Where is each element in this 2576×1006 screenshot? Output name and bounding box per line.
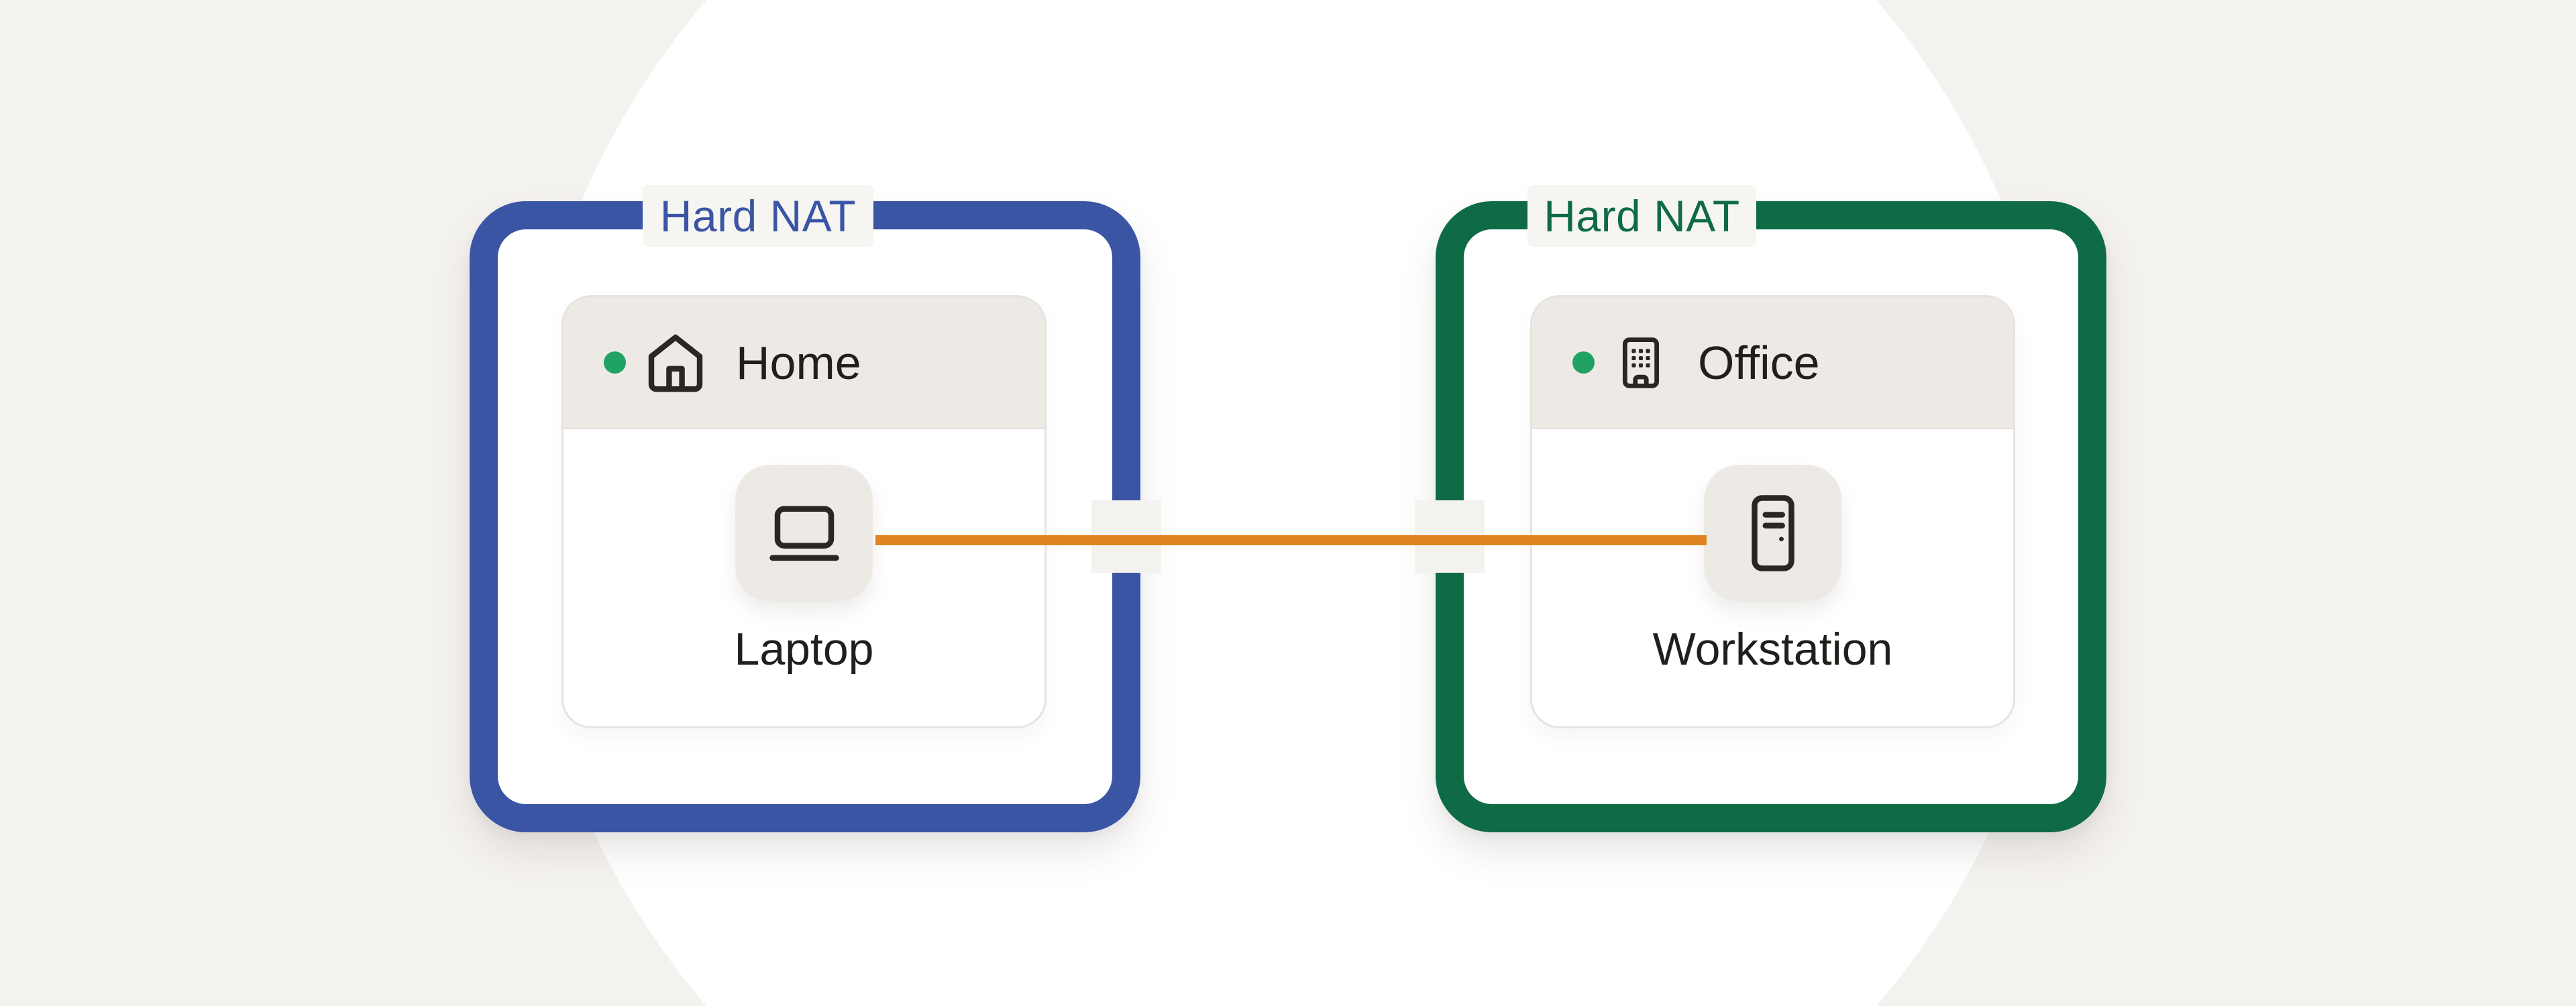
server-icon bbox=[1751, 495, 1794, 571]
house-icon bbox=[648, 334, 703, 392]
online-status-dot bbox=[1572, 351, 1595, 374]
device-tile-laptop bbox=[735, 465, 873, 602]
device-name-workstation: Workstation bbox=[1652, 624, 1893, 675]
nat-label-office: Hard NAT bbox=[1527, 185, 1756, 247]
network-card-body: Workstation bbox=[1532, 429, 2013, 675]
network-card-body: Laptop bbox=[564, 429, 1044, 675]
laptop-icon bbox=[769, 506, 839, 561]
connection-line bbox=[875, 535, 1707, 545]
online-status-dot bbox=[604, 351, 626, 374]
device-name-laptop: Laptop bbox=[734, 624, 874, 675]
network-card-header: Home bbox=[564, 297, 1044, 429]
device-tile-workstation bbox=[1704, 465, 1841, 602]
network-card-office: Office Workstation bbox=[1530, 295, 2015, 728]
office-building-icon bbox=[1622, 337, 1660, 388]
network-name: Home bbox=[736, 336, 861, 389]
network-card-header: Office bbox=[1532, 297, 2013, 429]
network-card-home: Home Laptop bbox=[561, 295, 1046, 728]
network-name: Office bbox=[1698, 336, 1820, 389]
nat-label-home: Hard NAT bbox=[643, 185, 873, 247]
